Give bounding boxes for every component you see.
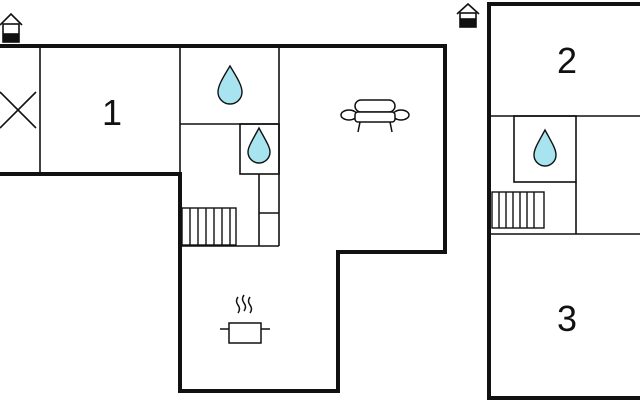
cooking-pot-icon xyxy=(220,294,270,344)
stairs-icon xyxy=(491,191,545,229)
stairs-icon xyxy=(181,207,237,246)
sofa-icon xyxy=(340,99,410,133)
water-drop-icon xyxy=(533,128,557,167)
water-drop-icon xyxy=(217,64,243,105)
house-icon xyxy=(456,2,480,28)
building-right-inner-walls xyxy=(489,115,640,235)
building-left-outline xyxy=(0,44,447,393)
room-label-1: 1 xyxy=(102,92,122,133)
building-left xyxy=(0,44,447,393)
room-label-3: 3 xyxy=(557,298,577,339)
cross-void-icon xyxy=(0,91,37,129)
building-right-outline xyxy=(487,2,640,400)
room-label-2: 2 xyxy=(557,40,577,81)
water-drop-icon xyxy=(247,126,271,164)
building-left-inner-walls xyxy=(39,46,280,247)
house-icon xyxy=(0,12,23,43)
building-right xyxy=(487,2,640,400)
